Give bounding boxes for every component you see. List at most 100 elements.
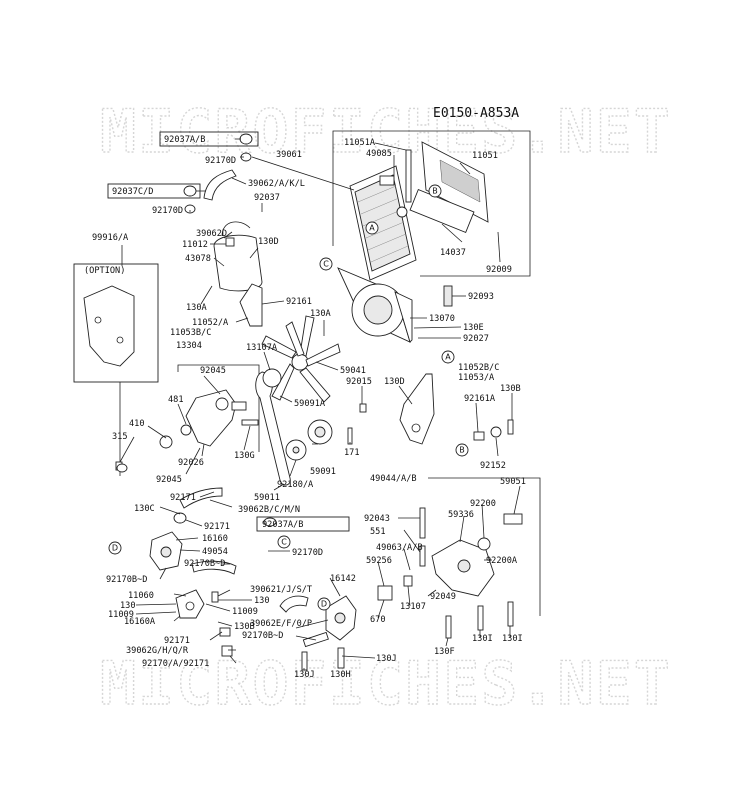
part-label: 16160 [202, 534, 228, 544]
callout-a-2: A [441, 350, 455, 364]
nut-13107 [403, 575, 413, 587]
part-label: 551 [370, 527, 386, 537]
level-gauge [405, 149, 412, 203]
part-label: 92027 [463, 334, 489, 344]
part-label: 130D [258, 237, 279, 247]
pump-group-frame [177, 364, 260, 452]
part-label: 92026 [178, 458, 204, 468]
bolt-130i-2 [507, 601, 514, 627]
part-label: 16160A [124, 617, 156, 627]
gasket-481 [180, 424, 192, 436]
nut-92015 [359, 403, 367, 413]
part-label: 130E [463, 323, 484, 333]
part-label: 92009 [486, 265, 512, 275]
part-label: 92171 [170, 493, 196, 503]
fan-shroud [337, 267, 413, 343]
part-label: 49054 [202, 547, 228, 557]
part-label: 39062G/H/Q/R [126, 646, 189, 656]
bypass-hose [191, 560, 237, 575]
callout-c-1: C [319, 257, 333, 271]
part-label: 92171 [164, 636, 190, 646]
part-label: 130 [254, 596, 270, 606]
part-label: 130I [502, 634, 523, 644]
tensioner-bracket [431, 539, 495, 597]
clamp-92170a [221, 645, 233, 657]
svg-text:D: D [112, 544, 118, 553]
part-label: 92037 [254, 193, 280, 203]
radiator-screen [421, 141, 489, 223]
part-label: 130I [472, 634, 493, 644]
part-label: 13304 [176, 341, 202, 351]
svg-text:B: B [432, 187, 438, 196]
part-label: 481 [168, 395, 184, 405]
bolt-130f [445, 615, 452, 639]
clamp-92171 [173, 512, 187, 524]
bolt-171 [347, 427, 353, 445]
cooling-fan [261, 315, 341, 403]
part-label: 92037A/B [262, 520, 303, 530]
part-label: 13070 [429, 314, 455, 324]
part-label: 11009 [232, 607, 258, 617]
part-label: 92180/A [277, 480, 314, 490]
leader-lines [119, 138, 521, 670]
clamp-92171-3 [219, 627, 231, 637]
part-label: 130 [120, 601, 136, 611]
part-label: 92171 [204, 522, 230, 532]
part-label: 11051 [472, 151, 498, 161]
callout-a-1: A [365, 221, 379, 235]
part-label: 130C [134, 504, 155, 514]
reservoir-tank [213, 221, 263, 292]
part-label: 16142 [330, 574, 356, 584]
part-label: 92170/A/92171 [142, 659, 209, 669]
diagram-code: E0150-A853A [433, 106, 519, 121]
clamp-92037ab-2 [263, 517, 277, 527]
part-label: 59256 [366, 556, 392, 566]
tank-bracket [239, 283, 263, 327]
svg-text:A: A [445, 353, 451, 362]
part-label: 13107A [246, 343, 278, 353]
bolt-92043 [419, 507, 426, 539]
part-label: 39062/A/K/L [248, 179, 305, 189]
part-label: 92170B~D [106, 575, 147, 585]
part-labels: 92037A/B 39061 11051A 49085 11051 92170D… [92, 135, 526, 680]
callout-d-2: D [317, 597, 331, 611]
part-label: 315 [112, 432, 128, 442]
part-label: 92161A [464, 394, 496, 404]
part-label: 92200A [486, 556, 518, 566]
seal-410 [159, 435, 173, 449]
part-label: 171 [344, 448, 360, 458]
part-label: 92037A/B [164, 135, 205, 145]
part-label: 410 [129, 419, 145, 429]
upper-hose [203, 169, 237, 201]
belt-pulley-top [262, 368, 282, 388]
water-inlet-16142 [325, 595, 357, 641]
water-pump [185, 389, 247, 447]
pulley-59051 [503, 513, 523, 525]
svg-text:D: D [321, 600, 327, 609]
bolt-130g [241, 419, 259, 426]
part-label: 130B [234, 622, 255, 632]
part-label: 59011 [254, 493, 280, 503]
part-label: 39062E/F/0/P [250, 619, 312, 629]
part-label: 11012 [182, 240, 208, 250]
callout-d-1: D [108, 541, 122, 555]
svg-text:C: C [281, 538, 287, 547]
clip-92093 [443, 285, 453, 307]
part-label: 49063/A/B [376, 543, 423, 553]
hose-130j [302, 631, 329, 648]
part-label: 43078 [185, 254, 211, 264]
label-frame-92037ab [159, 131, 259, 147]
idler-59256 [377, 585, 393, 601]
part-label: 130B [500, 384, 521, 394]
part-label: 11060 [128, 591, 154, 601]
part-label: 13107 [400, 602, 426, 612]
part-label: 130J [294, 670, 315, 680]
hose-clamps-top [183, 133, 253, 214]
part-label: 390621/J/S/T [250, 585, 312, 595]
callout-b-1: B [428, 184, 442, 198]
svg-text:A: A [369, 224, 375, 233]
bolt-130b [507, 419, 514, 435]
part-label: 39062D [196, 229, 227, 239]
part-label: 11053B/C [170, 328, 211, 338]
